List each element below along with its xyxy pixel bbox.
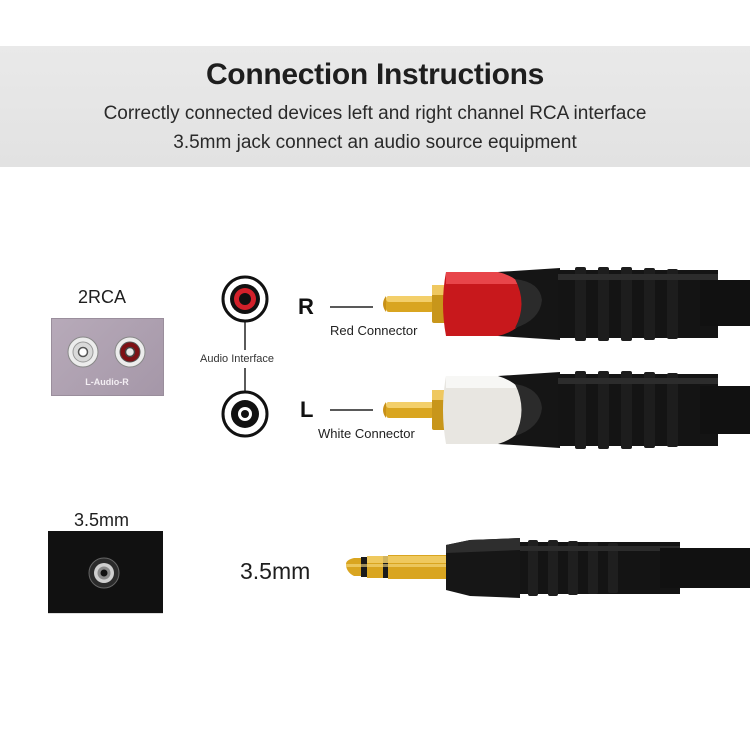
rca-jack-panel: L-Audio-R bbox=[51, 318, 164, 396]
left-channel-letter: L bbox=[300, 397, 314, 422]
red-connector-label: Red Connector bbox=[330, 323, 418, 338]
white-connector-label: White Connector bbox=[318, 426, 415, 441]
white-jack-symbol-icon bbox=[221, 390, 269, 438]
jack-panel-label: 3.5mm bbox=[74, 510, 130, 530]
red-jack-icon bbox=[114, 336, 146, 368]
rca-panel-label: 2RCA bbox=[78, 287, 127, 307]
right-channel-letter: R bbox=[298, 294, 314, 319]
white-jack-icon bbox=[67, 336, 99, 368]
page-title: Connection Instructions bbox=[205, 58, 545, 91]
jack-port-illustration bbox=[88, 557, 120, 589]
panel-caption: L-Audio-R bbox=[85, 377, 129, 387]
subtitle-line-1: Correctly connected devices left and rig… bbox=[103, 103, 647, 124]
red-rca-plug-icon bbox=[383, 267, 750, 341]
audio-interface-label: Audio Interface bbox=[200, 353, 274, 365]
white-rca-plug-icon bbox=[383, 371, 750, 449]
plug-35mm-label: 3.5mm bbox=[240, 558, 311, 584]
red-jack-symbol-icon bbox=[221, 275, 269, 323]
header-band bbox=[0, 46, 750, 167]
jack-panel bbox=[48, 531, 163, 613]
jack-35mm-plug-icon bbox=[346, 538, 750, 598]
rca-jacks-illustration: L-Audio-R bbox=[67, 336, 146, 387]
subtitle-line-2: 3.5mm jack connect an audio source equip… bbox=[173, 132, 577, 153]
